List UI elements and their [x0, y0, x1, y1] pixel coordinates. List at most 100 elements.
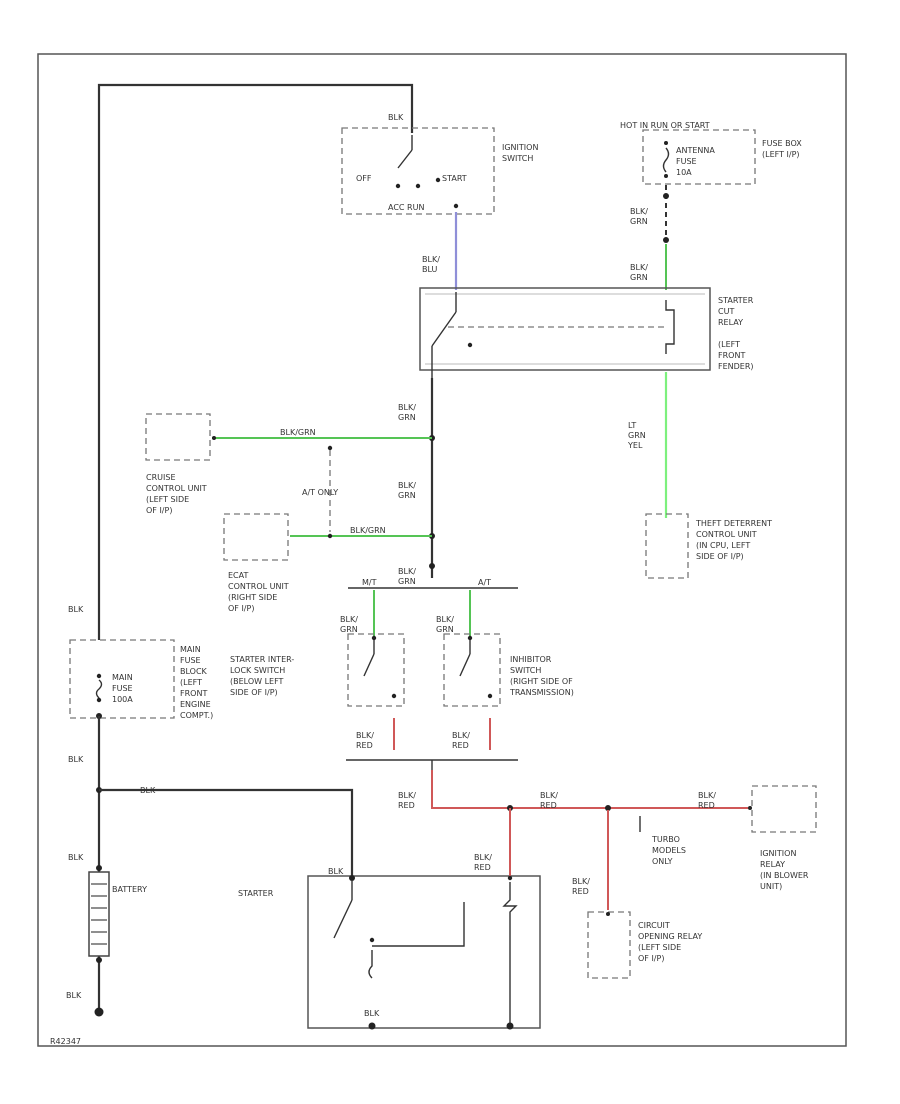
- ecat-link-node: [327, 533, 333, 539]
- interlock-terminal-top: [371, 635, 377, 641]
- battery-ground: [94, 1007, 104, 1017]
- cruise-control-unit-box: [145, 413, 211, 461]
- starter-solenoid-coil: [502, 882, 518, 940]
- ignition-pos-off: OFF: [356, 174, 372, 183]
- starter-ground: [368, 1022, 376, 1030]
- wire-label-blk-red-circuit: BLK/RED: [572, 877, 590, 896]
- starter-label: STARTER: [238, 889, 274, 898]
- ignition-contact-start: [435, 177, 441, 183]
- blk-feed-wire: [97, 83, 414, 640]
- ignition-contact-acc: [415, 183, 421, 189]
- ecat-control-unit-box: [223, 513, 289, 561]
- antenna-fuse-symbol: [662, 147, 670, 173]
- ignition-output-node: [453, 203, 459, 209]
- fuse-box-label: FUSE BOX(LEFT I/P): [762, 139, 802, 159]
- wire-label-blk-left: BLK: [68, 605, 84, 614]
- wire-label-blk-grn-relay: BLK/GRN: [630, 263, 648, 282]
- ignition-switch-blade: [397, 149, 413, 169]
- starter-solenoid-blade: [333, 899, 353, 939]
- ignition-pos-start: START: [442, 174, 467, 183]
- starter-linkage: [372, 902, 465, 947]
- wire-label-blk-grn-fuse: BLK/GRN: [630, 207, 648, 226]
- relay-contact: [467, 342, 473, 348]
- battery-cells: [91, 883, 107, 945]
- battery-negative-node: [96, 957, 102, 963]
- ignition-contact-off: [395, 183, 401, 189]
- bus-junction: [429, 563, 435, 569]
- theft-deterrent-box: [645, 513, 689, 579]
- starter-cut-relay-box: [419, 287, 711, 371]
- blk-red-main-wire: [431, 770, 748, 809]
- circuit-relay-terminal: [606, 912, 610, 916]
- wire-label-blk-red-at: BLK/RED: [452, 731, 470, 750]
- ground-blk-label: BLK: [66, 991, 82, 1000]
- main-fuse-terminal-bottom: [96, 697, 102, 703]
- relay-coil: [665, 300, 675, 354]
- battery-label: BATTERY: [112, 885, 147, 894]
- starter-ground-label: BLK: [364, 1009, 380, 1018]
- at-label: A/T: [478, 578, 491, 587]
- wire-label-blk-red-starter: BLK/RED: [474, 853, 492, 872]
- starter-s-terminal: [507, 875, 513, 881]
- fuse-box: [642, 129, 756, 185]
- wire-label-blk-grn-cruise: BLK/GRN: [280, 428, 316, 437]
- wire-label-blk-red-mt: BLK/RED: [356, 731, 374, 750]
- at-only-label: A/T ONLY: [302, 488, 338, 497]
- circuit-red-junction: [605, 805, 611, 811]
- mt-label: M/T: [362, 578, 377, 587]
- main-fuse-block-box: [69, 639, 175, 719]
- wire-label-blk-grn-mt: BLK/GRN: [340, 615, 358, 634]
- starter-box: [307, 875, 541, 1029]
- fuse-output-node: [663, 193, 669, 199]
- wire-label-blk-starter: BLK: [328, 867, 344, 876]
- inhibitor-blade: [459, 653, 471, 677]
- diagram-frame: [37, 53, 847, 1047]
- wire-label-blk-grn-bus: BLK/GRN: [398, 567, 416, 586]
- interlock-contact: [391, 693, 397, 699]
- blk-grn-connector: [663, 237, 669, 243]
- inhibitor-switch-box: [443, 633, 501, 707]
- wire-label-blk-battery-top: BLK: [68, 853, 84, 862]
- starter-motor-contact: [369, 937, 375, 943]
- fuse-terminal-top: [664, 141, 668, 145]
- ignition-relay-terminal: [748, 806, 752, 810]
- wire-label-blk-grn-at: BLK/GRN: [436, 615, 454, 634]
- starter-b-wire: [99, 788, 354, 878]
- circuit-opening-relay-box: [587, 911, 631, 979]
- inhibitor-contact: [487, 693, 493, 699]
- interlock-blade: [363, 653, 375, 677]
- battery-positive-node: [96, 865, 102, 871]
- at-only-node-top: [327, 445, 333, 451]
- wire-label-blk-red-main: BLK/RED: [398, 791, 416, 810]
- main-fuse-terminal-top: [96, 673, 102, 679]
- hot-label: HOT IN RUN OR START: [620, 121, 710, 130]
- starter-interlock-switch-box: [347, 633, 405, 707]
- inhibitor-terminal-top: [467, 635, 473, 641]
- relay-switch-blade: [431, 311, 457, 347]
- wire-label-blk-starter-run: BLK: [140, 786, 156, 795]
- starter-b-terminal: [349, 875, 355, 881]
- cruise-terminal: [212, 436, 216, 440]
- ignition-relay-box: [751, 785, 817, 833]
- ignition-pos-acc-run: ACC RUN: [388, 203, 424, 212]
- battery-symbol: [88, 871, 110, 957]
- fuse-terminal-bottom: [664, 174, 668, 178]
- starter-coil-ground: [506, 1022, 514, 1030]
- wire-label-blk-top: BLK: [388, 113, 404, 122]
- wire-label-blk-grn-lower: BLK/GRN: [398, 481, 416, 500]
